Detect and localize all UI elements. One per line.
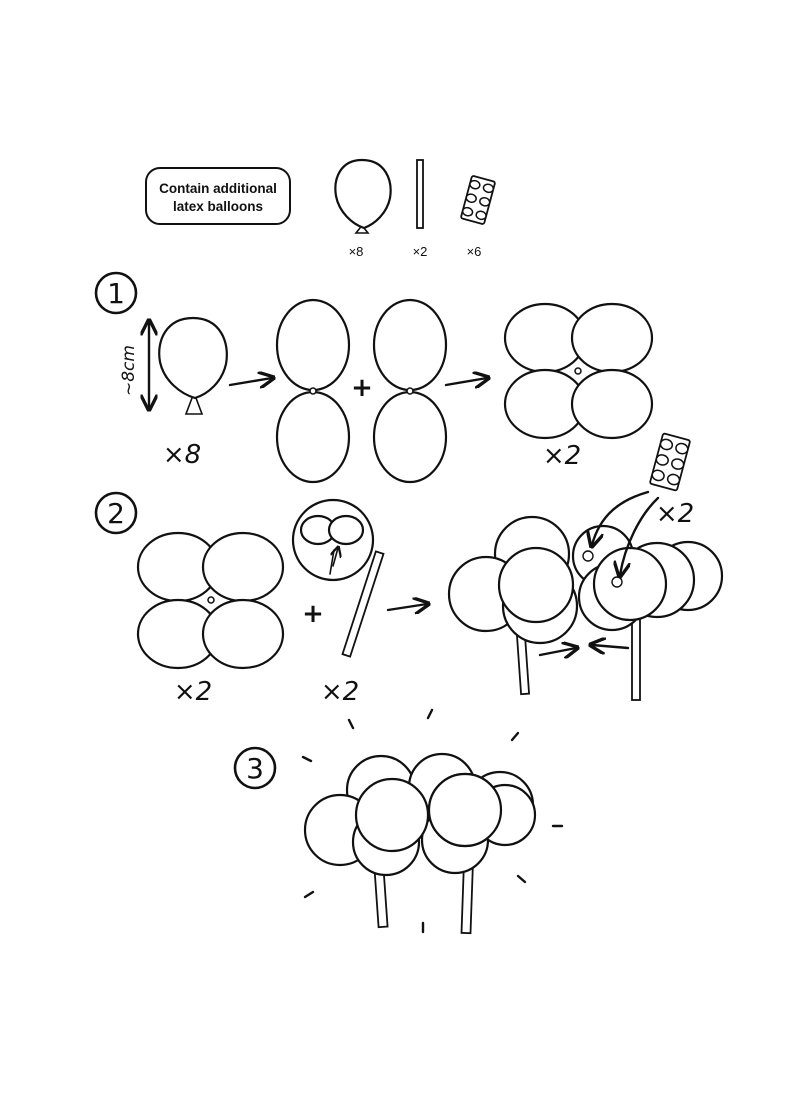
single-balloon <box>158 316 228 415</box>
stick-icon <box>416 159 424 229</box>
balloon-pair-right <box>372 298 448 484</box>
step-3: 3 <box>233 708 564 935</box>
glue-count-step2: ×2 <box>656 499 694 529</box>
glue-arrow-2 <box>620 496 660 575</box>
balloon-count: ×8 <box>163 440 201 470</box>
parts-note-line-2: latex balloons <box>173 199 263 214</box>
parts-header: Contain additional latex balloons ×8 ×2 … <box>145 158 496 259</box>
zoom-detail <box>291 498 375 582</box>
four-balloon-cluster-step2 <box>136 531 285 670</box>
parts-note-box <box>145 167 291 225</box>
balloon-icon <box>334 158 392 234</box>
stick-qty: ×2 <box>413 244 428 259</box>
cluster-count-step2: ×2 <box>174 677 212 707</box>
assembled-cluster-left <box>447 515 579 696</box>
plus-sign-1: + <box>351 373 373 403</box>
arrow-1b <box>444 378 487 385</box>
step-3-number: 3 <box>246 752 264 785</box>
final-balloon-bouquet <box>303 752 537 935</box>
step-3-badge <box>233 746 277 790</box>
stick-step2 <box>341 550 385 658</box>
step-2-number: 2 <box>107 497 125 530</box>
glue-arrow-1 <box>592 490 650 545</box>
glue-dot-1 <box>582 550 594 562</box>
step-2: 2 ×2 + ×2 <box>94 432 724 707</box>
stick-count-step2: ×2 <box>321 677 359 707</box>
plus-sign-2: + <box>302 599 324 629</box>
step-1-badge <box>94 271 138 315</box>
step-1: 1 ~8cm ×8 + <box>94 271 654 484</box>
arrow-2a <box>386 604 427 610</box>
join-arrow-right <box>592 645 630 648</box>
glue-dot-strip-icon <box>460 175 496 225</box>
cluster-count: ×2 <box>543 441 581 471</box>
size-label: ~8cm <box>119 345 139 396</box>
glue-dot-2 <box>611 576 623 588</box>
balloon-qty: ×8 <box>349 244 364 259</box>
parts-note-line-1: Contain additional <box>159 181 277 196</box>
four-balloon-cluster <box>503 302 654 440</box>
assembled-cluster-right <box>571 524 724 701</box>
join-arrow-left <box>538 648 576 655</box>
sparkle-lines <box>301 708 564 934</box>
glue-dot-strip-step2 <box>649 432 691 492</box>
glue-dot-qty: ×6 <box>467 244 482 259</box>
step-1-number: 1 <box>107 277 125 310</box>
step-2-badge <box>94 491 138 535</box>
balloon-pair-left <box>275 298 351 484</box>
arrow-1a <box>228 378 272 385</box>
